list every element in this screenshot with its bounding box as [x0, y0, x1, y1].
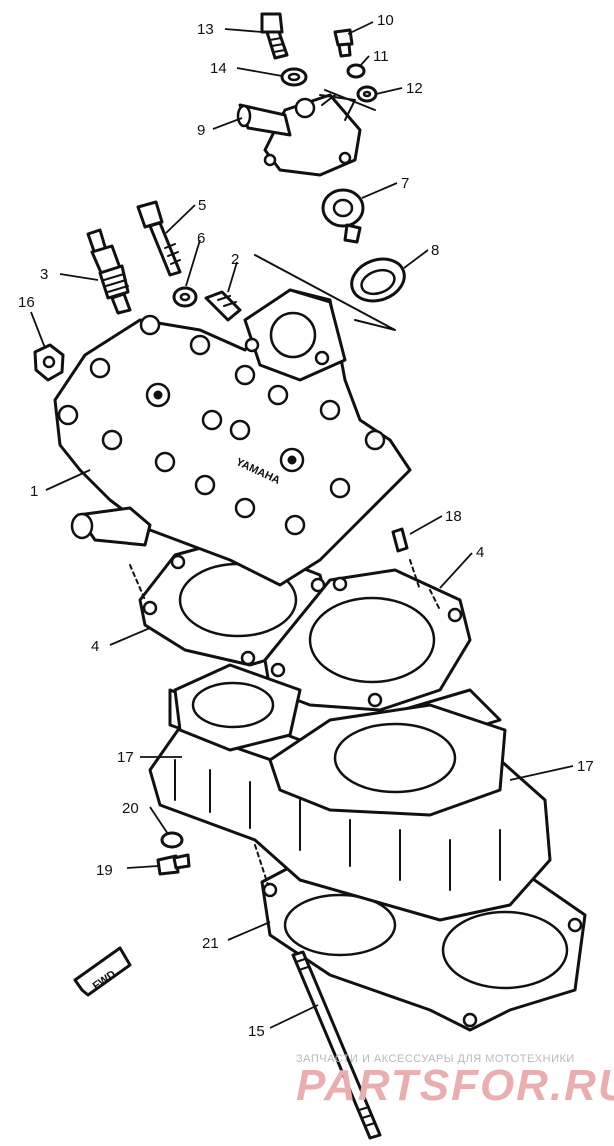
sensor-2 — [204, 290, 242, 322]
callout-1: 1 — [30, 483, 38, 500]
bolt-19 — [156, 853, 191, 876]
callout-17-left: 17 — [117, 749, 134, 766]
callout-12: 12 — [406, 80, 423, 97]
cylinder-head: YAMAHA — [53, 288, 412, 587]
guide-lines-upper — [254, 89, 396, 331]
leader-lines — [30, 21, 574, 1029]
spark-plug — [86, 228, 132, 315]
callout-17-right: 17 — [577, 758, 594, 775]
callout-4-right: 4 — [476, 544, 484, 561]
guide-lines-lower — [129, 559, 441, 886]
cylinder-bores — [173, 663, 507, 817]
callout-5: 5 — [198, 197, 206, 214]
thermostat-cover — [236, 93, 362, 177]
callout-11: 11 — [373, 48, 389, 65]
fwd-arrow-icon: FWD — [73, 946, 132, 997]
right-cylinder-gasket — [263, 568, 472, 712]
callout-2: 2 — [231, 251, 239, 268]
callout-19: 19 — [96, 862, 113, 879]
washer-20 — [160, 831, 184, 849]
watermark-tagline: ЗАПЧАСТИ И АКСЕССУАРЫ ДЛЯ МОТОТЕХНИКИ — [296, 1053, 575, 1065]
callout-3: 3 — [40, 266, 48, 283]
dowel-18 — [391, 527, 409, 553]
callout-labels: 13 10 14 11 12 9 7 5 6 2 8 3 16 1 18 4 4… — [18, 12, 594, 1040]
watermark-logo: PARTSFOR.RU — [296, 1061, 614, 1110]
o-ring — [350, 257, 406, 303]
callout-14: 14 — [210, 60, 227, 77]
callout-9: 9 — [197, 122, 205, 139]
callout-7: 7 — [401, 175, 409, 192]
thermostat — [321, 188, 365, 244]
callout-21: 21 — [202, 935, 219, 952]
callout-13: 13 — [197, 21, 214, 38]
washer-11 — [346, 63, 366, 79]
watermark: ЗАПЧАСТИ И АКСЕССУАРЫ ДЛЯ МОТОТЕХНИКИ PA… — [296, 1053, 614, 1110]
bolt-13 — [260, 12, 289, 60]
callout-4-left: 4 — [91, 638, 99, 655]
callout-8: 8 — [431, 242, 439, 259]
callout-6: 6 — [197, 230, 205, 247]
callout-20: 20 — [122, 800, 139, 817]
stud-15 — [291, 950, 382, 1140]
nut-16 — [33, 343, 65, 382]
callout-15: 15 — [248, 1023, 265, 1040]
callout-18: 18 — [445, 508, 462, 525]
callout-16: 16 — [18, 294, 35, 311]
callout-10: 10 — [377, 12, 394, 29]
bolt-5 — [136, 200, 182, 277]
bolt-10 — [333, 28, 354, 58]
